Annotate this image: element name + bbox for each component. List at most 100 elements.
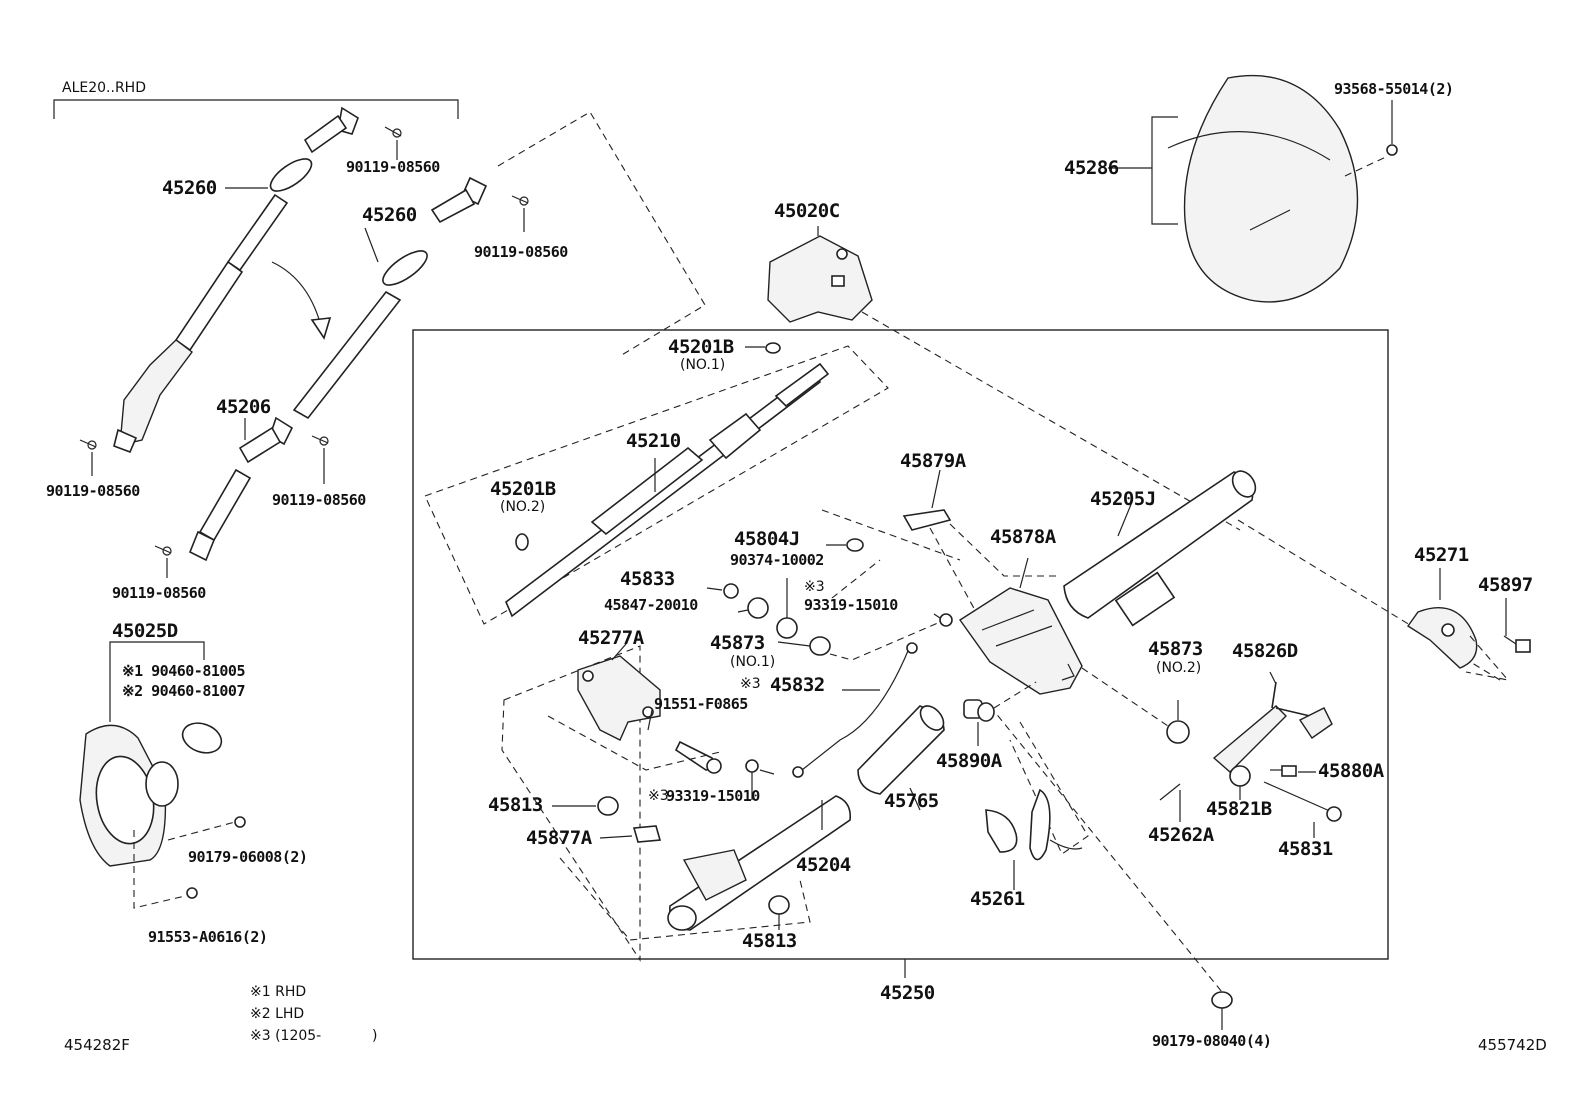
bushing-45821B: [1229, 765, 1251, 787]
spring-45262A: [1159, 783, 1181, 801]
tube-45204: [667, 795, 852, 931]
bushing-45813-b: [768, 895, 790, 915]
ref-left: 454282F: [64, 1036, 130, 1054]
dash-frame-45210: [424, 345, 889, 625]
bolt-90179-06008: [234, 816, 246, 828]
bushing-45813-a: [597, 796, 619, 816]
label-45025D: 45025D: [112, 620, 178, 642]
note-rhd: ※1 RHD: [250, 984, 307, 1000]
label-45271: 45271: [1414, 544, 1469, 566]
clip-45201B-no1: [765, 342, 781, 354]
ref-right: 455742D: [1478, 1036, 1547, 1054]
label-45205J: 45205J: [1090, 488, 1156, 510]
label-45201B-no1: 45201B: [668, 336, 734, 358]
dash-45878-to-45250: [989, 705, 1223, 993]
label-45201B-no2-sub: (NO.2): [500, 499, 546, 515]
label-90460-81007: ※2 90460-81007: [122, 682, 245, 700]
label-90119-3: 90119-08560: [46, 482, 140, 500]
bolt-91553: [186, 887, 198, 899]
column-assembly-frame: [412, 329, 1389, 960]
label-45206: 45206: [216, 396, 271, 418]
note-lhd: ※2 LHD: [250, 1006, 305, 1022]
label-45897: 45897: [1478, 574, 1533, 596]
dash-45277A-inner: [547, 715, 721, 771]
label-45832: 45832: [770, 674, 825, 696]
intermediate-shaft-rhd: [113, 106, 359, 454]
label-45873-no2: 45873: [1148, 638, 1203, 660]
label-45204: 45204: [796, 854, 851, 876]
label-45201B-no1-sub: (NO.1): [680, 357, 726, 373]
label-45878A: 45878A: [990, 526, 1056, 548]
leader-45025D: [109, 641, 205, 660]
note-date: ※3 (1205-: [250, 1028, 322, 1044]
bolt-93319-b: [745, 759, 759, 773]
label-45201B-no2: 45201B: [490, 478, 556, 500]
lever-45826D: [1212, 681, 1333, 773]
label-45847: 45847-20010: [604, 596, 698, 614]
label-45821B: 45821B: [1206, 798, 1272, 820]
dash-45879A: [929, 523, 1060, 613]
label-45890A: 45890A: [936, 750, 1002, 772]
label-45250: 45250: [880, 982, 935, 1004]
label-45877A: 45877A: [526, 827, 592, 849]
label-45210: 45210: [626, 430, 681, 452]
note-date-close: ): [372, 1028, 378, 1044]
spacer-45873-no1: [809, 636, 831, 656]
universal-joint-45206: [188, 416, 294, 562]
label-90119-4: 90119-08560: [272, 491, 366, 509]
label-45813-b: 45813: [742, 930, 797, 952]
dash-cover: [133, 830, 186, 909]
label-45831: 45831: [1278, 838, 1333, 860]
label-90374: 90374-10002: [730, 551, 824, 569]
label-45873-no1-sub: (NO.1): [730, 654, 776, 670]
intermediate-shaft-lhd: [292, 176, 488, 420]
label-90119-5: 90119-08560: [112, 584, 206, 602]
label-93319-a: 93319-15010: [804, 596, 898, 614]
bolt-93568: [1386, 144, 1398, 156]
label-45804J: 45804J: [734, 528, 800, 550]
clip-45261: [985, 788, 1083, 861]
clip-45201B-no2: [515, 533, 529, 551]
label-93319-b: 93319-15010: [666, 787, 760, 805]
harness-45832: [801, 645, 911, 771]
label-91551: 91551-F0865: [654, 695, 748, 713]
label-45832-mark: ※3: [740, 676, 761, 692]
washer-45847: [747, 597, 769, 619]
label-45286: 45286: [1064, 157, 1119, 179]
dash-frame-45261: [1009, 721, 1089, 855]
tube-45205J: [1063, 470, 1257, 627]
label-93319-a-mark: ※3: [804, 579, 825, 595]
label-45260-lhd: 45260: [362, 204, 417, 226]
label-45879A: 45879A: [900, 450, 966, 472]
label-45765: 45765: [884, 790, 939, 812]
label-45833: 45833: [620, 568, 675, 590]
bracket-45277A: [577, 655, 661, 741]
dash-45877: [831, 559, 881, 599]
label-90179-06008: 90179-06008(2): [188, 848, 308, 866]
part-45020C: [767, 235, 873, 323]
washer-90374: [776, 617, 798, 639]
spacer-45873-no2: [1166, 720, 1190, 744]
label-93568: 93568-55014(2): [1334, 80, 1454, 98]
dash-45020C: [861, 311, 1241, 531]
bracket-45878A: [959, 587, 1083, 695]
label-45826D: 45826D: [1232, 640, 1298, 662]
label-45260-rhd: 45260: [162, 177, 217, 199]
label-91553: 91553-A0616(2): [148, 928, 268, 946]
dash-45804J: [821, 509, 961, 561]
bolt-45833: [723, 583, 739, 599]
label-90119-2: 90119-08560: [474, 243, 568, 261]
sleeve-45765: [857, 705, 945, 795]
cover-45286: [1167, 74, 1359, 303]
label-45020C: 45020C: [774, 200, 840, 222]
bolt-93319-a: [939, 613, 953, 627]
label-45262A: 45262A: [1148, 824, 1214, 846]
bolt-45880A: [1270, 765, 1297, 777]
bolt-45897: [1503, 635, 1531, 653]
label-45873-no1: 45873: [710, 632, 765, 654]
leaders-left: [91, 140, 525, 578]
cover-45025D: [79, 724, 179, 867]
variant-header: ALE20..RHD: [62, 80, 146, 96]
